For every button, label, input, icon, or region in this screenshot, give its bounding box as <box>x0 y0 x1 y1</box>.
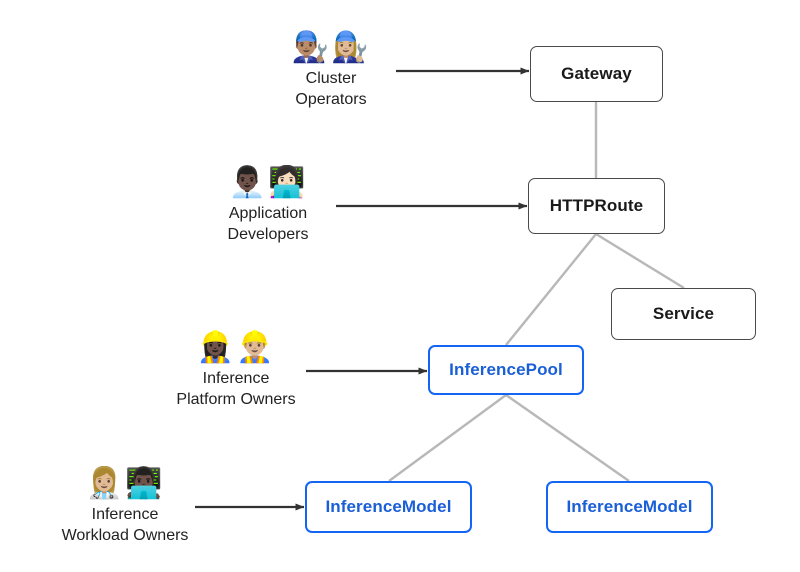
node-inferencemodel-left-label: InferenceModel <box>325 497 452 516</box>
node-service-label: Service <box>652 304 715 323</box>
node-inferencemodel-right-label: InferenceModel <box>566 497 693 516</box>
persona-inference-workload-owners: 👩🏼‍⚕️👨🏿‍💻 Inference Workload Owners <box>55 466 195 546</box>
node-httproute-label: HTTPRoute <box>549 196 644 215</box>
office-worker-technologist-icons: 👨🏿‍💼👩🏻‍💻 <box>228 165 308 200</box>
edge-httproute-service <box>595 232 685 290</box>
persona-label-line2: Developers <box>227 226 309 243</box>
persona-label-line1: Inference <box>91 506 159 523</box>
health-worker-technologist-icons: 👩🏼‍⚕️👨🏿‍💻 <box>85 466 165 501</box>
persona-label-line2: Platform Owners <box>176 391 296 408</box>
persona-label-line2: Workload Owners <box>61 527 189 544</box>
edge-httproute-inferencepool <box>505 233 597 346</box>
persona-cluster-operators: 👨🏽‍🔧👩🏼‍🔧 Cluster Operators <box>266 30 396 110</box>
node-inferencepool[interactable]: InferencePool <box>428 345 584 395</box>
node-inferencemodel-right[interactable]: InferenceModel <box>546 481 713 533</box>
node-inferencemodel-left[interactable]: InferenceModel <box>305 481 472 533</box>
persona-inference-platform-owners: 👷🏿‍♀️👷🏼‍♂️ Inference Platform Owners <box>166 330 306 410</box>
persona-label-line1: Inference <box>202 370 270 387</box>
persona-label-line1: Application <box>228 205 308 222</box>
node-gateway[interactable]: Gateway <box>530 46 663 102</box>
persona-label-line1: Cluster <box>305 70 357 87</box>
node-service[interactable]: Service <box>611 288 756 340</box>
node-inferencepool-label: InferencePool <box>449 360 563 379</box>
persona-application-developers: 👨🏿‍💼👩🏻‍💻 Application Developers <box>203 165 333 245</box>
mechanic-icons: 👨🏽‍🔧👩🏼‍🔧 <box>291 30 371 65</box>
node-httproute[interactable]: HTTPRoute <box>528 178 665 234</box>
edge-inferencepool-inferencemodel-left <box>388 394 507 482</box>
construction-worker-icons: 👷🏿‍♀️👷🏼‍♂️ <box>196 330 276 365</box>
node-gateway-label: Gateway <box>561 64 632 83</box>
edge-inferencepool-inferencemodel-right <box>505 394 630 482</box>
persona-label-line2: Operators <box>295 91 367 108</box>
